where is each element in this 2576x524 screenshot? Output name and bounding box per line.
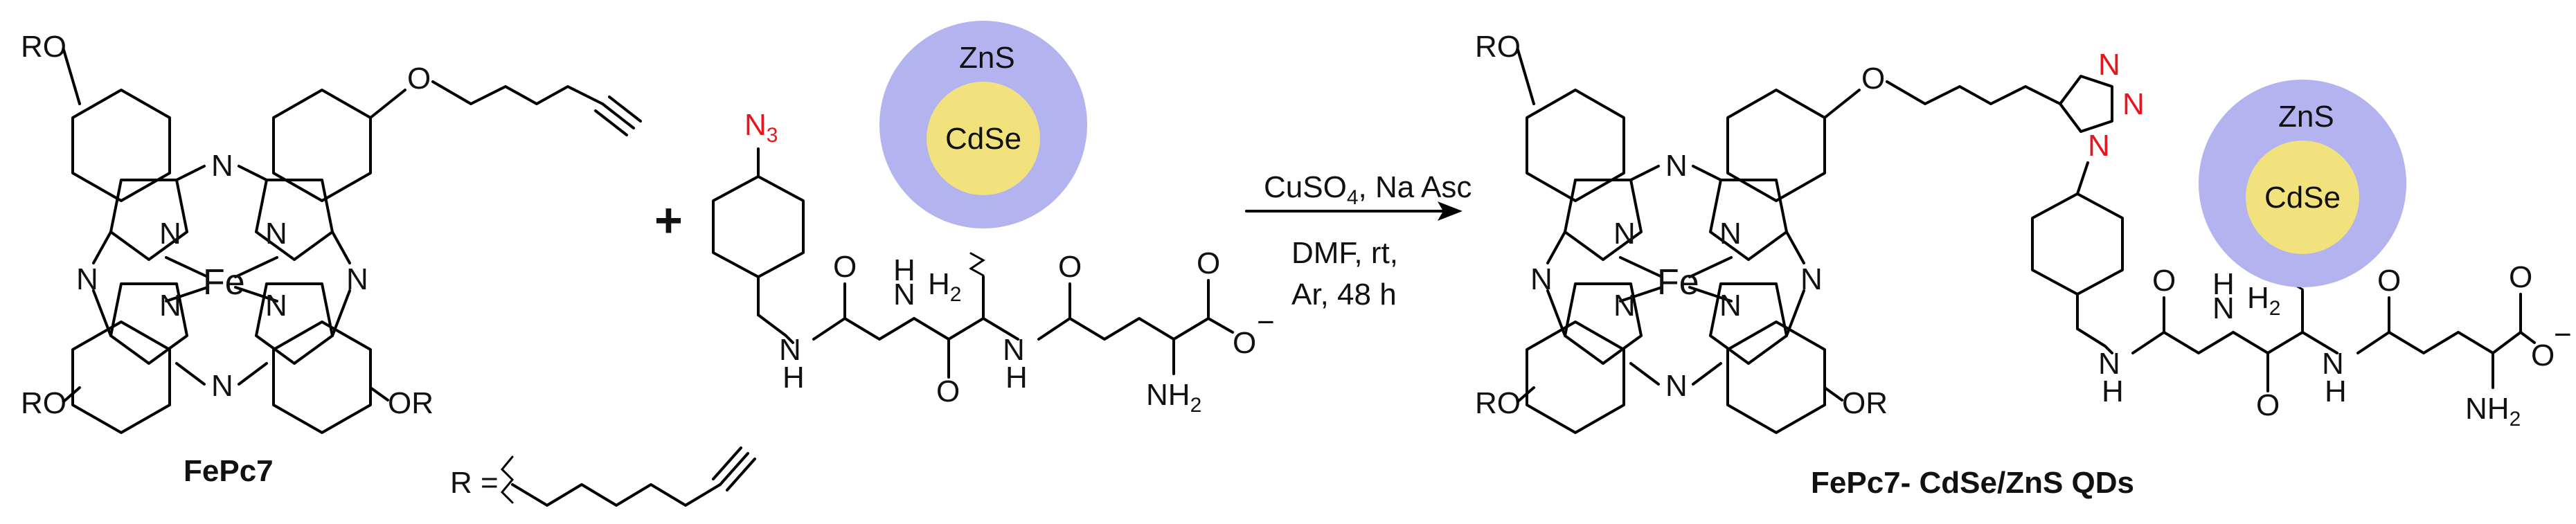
condition-reagents: CuSO4, Na Asc [1264, 170, 1472, 209]
carbonyl-o-label: O [833, 250, 857, 284]
amide-n-label: N [2322, 347, 2344, 381]
qd-core [927, 82, 1040, 195]
amide-h-label: H [782, 361, 805, 395]
amide-n-label: N [893, 278, 915, 311]
pyrrole-n-label: N [265, 217, 287, 251]
amide-h-label: H [1005, 361, 1028, 395]
ro-substituent-label: RO [1475, 30, 1521, 64]
triazole-n-label: N [2098, 48, 2120, 82]
reaction-arrow: CuSO4, Na Asc DMF, rt, Ar, 48 h [1245, 170, 1472, 311]
meso-n-label: N [76, 262, 98, 296]
carboxylate-o-label: O [1197, 246, 1220, 280]
pyrrole-n-label: N [1613, 217, 1636, 251]
pyrrole-n-label: N [159, 217, 181, 251]
pyrrole-n-label: N [1719, 217, 1742, 251]
carboxylate-o-label: O [1233, 326, 1256, 360]
amide-h-label: H [2102, 374, 2124, 408]
pyrrole-n-label: N [1719, 289, 1742, 323]
triazole-n-label: N [2088, 129, 2110, 163]
ether-o-label: O [1861, 62, 1885, 96]
amide-n-label: N [779, 333, 801, 367]
carboxylate-o-label: O [2509, 260, 2532, 294]
product-name: FePc7- CdSe/ZnS QDs [1811, 466, 2134, 500]
meso-n-label: N [1530, 262, 1553, 296]
amide-h-label: H [2325, 374, 2347, 408]
carbonyl-o-label: O [2256, 388, 2280, 422]
qd-shell-label: ZnS [959, 41, 1015, 75]
amide-n-label: N [1003, 333, 1025, 367]
meso-n-label: N [1800, 262, 1823, 296]
or-substituent-label: OR [1842, 386, 1888, 420]
meso-n-label: N [1665, 149, 1688, 183]
qd-core-label: CdSe [945, 122, 1021, 156]
reactant-1-name: FePc7 [184, 454, 274, 488]
amide-n-label: N [2212, 291, 2235, 325]
amine-label: NH2 [1146, 378, 1201, 417]
meso-n-label: N [211, 149, 233, 183]
ro-substituent-label: RO [1475, 386, 1521, 420]
qd-core-label: CdSe [2264, 181, 2341, 215]
meso-n-label: N [346, 262, 368, 296]
reactant-azide-peptide-qd: N3 N H O N H O H2 N H O NH2 O O − ZnS Cd… [712, 21, 1275, 417]
pyrrole-n-label: N [1613, 289, 1636, 323]
or-substituent-label: OR [388, 386, 433, 420]
meso-n-label: N [1665, 369, 1688, 403]
reactant-fepc7: N N N N N N N N Fe RO RO OR O FePc7 [21, 30, 642, 488]
ro-substituent-label: RO [21, 386, 66, 420]
r-group-label: R = [450, 466, 499, 500]
pyrrole-n-label: N [159, 289, 181, 323]
amide-n-label: N [2098, 347, 2120, 381]
carbonyl-o-label: O [2152, 264, 2176, 298]
plus-sign: + [654, 193, 683, 247]
carbonyl-o-label: O [1058, 250, 1082, 284]
ether-o-label: O [407, 62, 431, 96]
charge-label: − [2554, 318, 2572, 352]
meso-n-label: N [211, 369, 233, 403]
r-group-definition: R = [450, 446, 756, 507]
qd-shell-label: ZnS [2278, 100, 2334, 134]
ro-substituent-label: RO [21, 30, 66, 64]
carbonyl-o-label: O [936, 374, 960, 408]
carboxylate-o-label: O [2531, 338, 2555, 372]
condition-solvent: DMF, rt, [1291, 236, 1398, 270]
amide-h-label: H [893, 253, 915, 287]
carbonyl-o-label: O [2377, 264, 2401, 298]
amide-h-label: H [2212, 267, 2235, 301]
azide-label: N3 [744, 108, 778, 147]
condition-atmosphere-time: Ar, 48 h [1291, 278, 1397, 311]
amine-label: NH2 [2465, 392, 2521, 431]
iron-center-label: Fe [203, 262, 245, 302]
charge-label: − [1257, 305, 1275, 339]
pyrrole-n-label: N [265, 289, 287, 323]
ch2-label: H2 [2247, 281, 2280, 320]
iron-center-label: Fe [1657, 262, 1699, 302]
triazole-n-label: N [2122, 87, 2145, 121]
product-fepc7-qd: N N N N N N N N Fe RO RO OR O N N N N H … [1475, 30, 2572, 500]
ch2-label: H2 [928, 267, 961, 306]
qd-core [2246, 141, 2359, 254]
